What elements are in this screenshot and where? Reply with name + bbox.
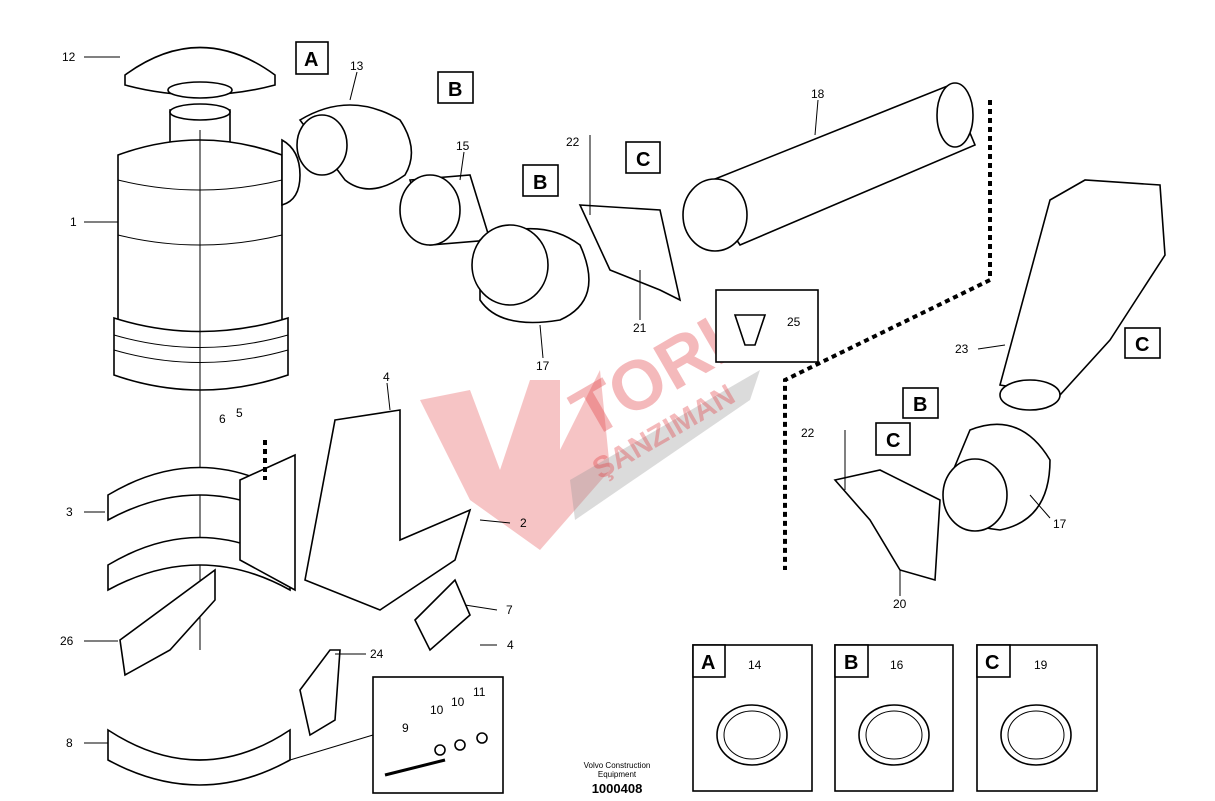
svg-text:22: 22 [566, 135, 580, 149]
svg-text:11: 11 [473, 685, 486, 699]
mounting-bands [107, 453, 296, 786]
svg-text:7: 7 [506, 603, 513, 617]
detail-a: A 14 [692, 644, 813, 792]
svg-text:16: 16 [890, 658, 904, 672]
svg-text:B: B [844, 652, 858, 674]
svg-text:3: 3 [66, 505, 73, 519]
svg-text:2: 2 [520, 516, 527, 530]
inset-box-25 [715, 289, 819, 363]
ref-box-c: C [625, 141, 661, 174]
drawing-number: 1000408 [592, 781, 643, 796]
svg-text:5: 5 [236, 406, 243, 420]
svg-text:9: 9 [402, 721, 409, 735]
part-labels: 12 13 15 22 18 1 21 25 17 23 4 6 5 22 3 … [60, 50, 1067, 750]
svg-text:B: B [448, 79, 462, 101]
svg-text:14: 14 [748, 658, 762, 672]
leader-lines [84, 56, 1051, 744]
publisher-line2: Equipment [598, 770, 637, 779]
svg-text:21: 21 [633, 321, 647, 335]
publisher-line1: Volvo Construction [584, 761, 651, 770]
svg-text:18: 18 [811, 87, 825, 101]
svg-text:23: 23 [955, 342, 969, 356]
svg-text:8: 8 [66, 736, 73, 750]
svg-text:6: 6 [219, 412, 226, 426]
ref-box-b: B [437, 71, 474, 104]
svg-text:1: 1 [70, 215, 77, 229]
svg-text:26: 26 [60, 634, 74, 648]
ref-box-a: A [295, 41, 329, 75]
svg-text:24: 24 [370, 647, 384, 661]
ref-box-b: B [522, 164, 559, 197]
ref-box-c: C [875, 422, 911, 456]
detail-c: C 19 [976, 644, 1098, 792]
intake-hoses [296, 104, 1051, 532]
mounting-bracket [299, 409, 472, 737]
svg-text:B: B [533, 172, 547, 194]
intake-duct [998, 179, 1166, 411]
ref-box-c: C [1124, 327, 1161, 359]
detail-b: B 16 [834, 644, 954, 792]
svg-text:C: C [886, 430, 900, 452]
svg-text:20: 20 [893, 597, 907, 611]
svg-text:A: A [701, 652, 715, 674]
svg-text:C: C [636, 149, 650, 171]
ref-box-b: B [902, 387, 939, 419]
svg-text:10: 10 [451, 695, 465, 709]
svg-text:4: 4 [507, 638, 514, 652]
svg-text:15: 15 [456, 139, 470, 153]
intake-pipe [682, 82, 977, 252]
svg-text:10: 10 [430, 703, 444, 717]
svg-text:17: 17 [536, 359, 550, 373]
air-filter-housing [113, 46, 301, 650]
svg-text:C: C [985, 652, 999, 674]
svg-text:13: 13 [350, 59, 364, 73]
svg-text:19: 19 [1034, 658, 1048, 672]
svg-text:4: 4 [383, 370, 390, 384]
svg-text:22: 22 [801, 426, 815, 440]
svg-text:C: C [1135, 334, 1149, 356]
svg-text:12: 12 [62, 50, 76, 64]
svg-text:B: B [913, 394, 927, 416]
svg-text:A: A [304, 49, 318, 71]
svg-text:17: 17 [1053, 517, 1067, 531]
pipe-brackets [578, 135, 941, 582]
svg-text:25: 25 [787, 315, 801, 329]
